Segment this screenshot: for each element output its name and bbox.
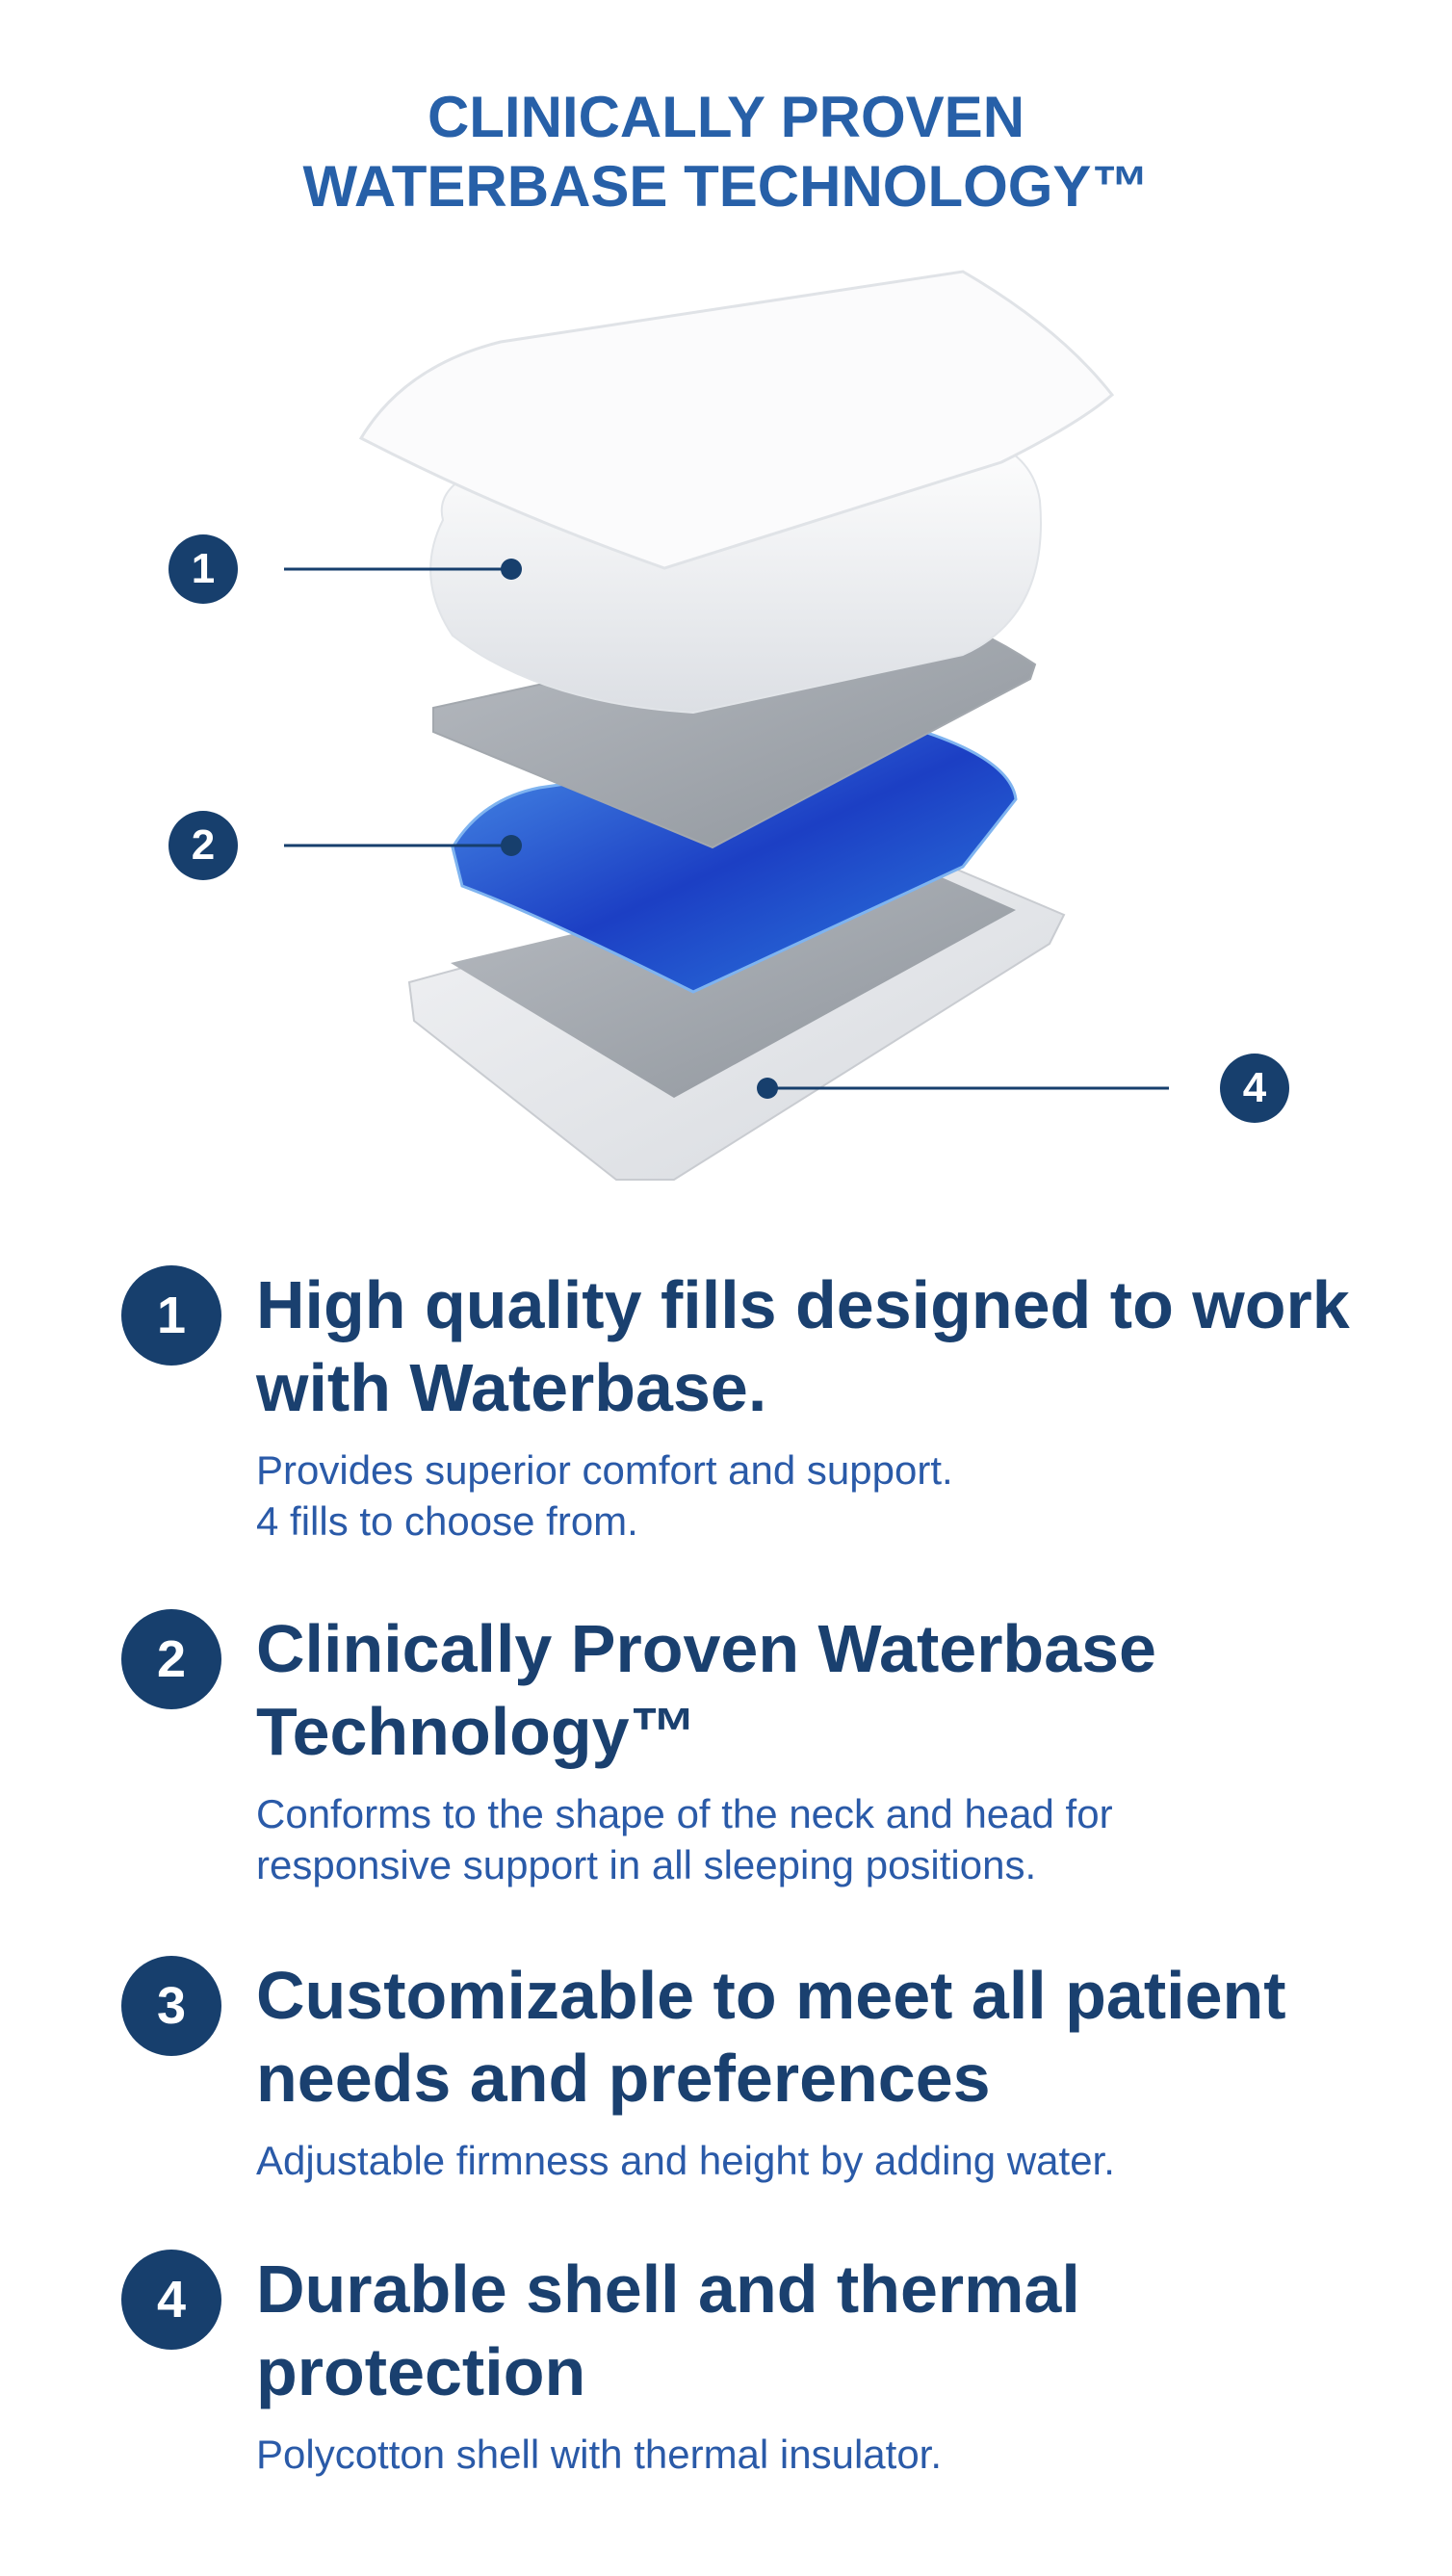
feature-description: Adjustable firmness and height by adding…: [256, 2138, 1115, 2183]
feature-heading: High quality fills designed to work with…: [256, 1267, 1350, 1425]
pillow-layers-illustration: [284, 270, 1169, 1181]
feature-heading: Clinically Proven Waterbase Technology™: [256, 1611, 1156, 1769]
feature-description: Conforms to the shape of the neck and he…: [256, 1791, 1113, 1836]
feature-description: Polycotton shell with thermal insulator.: [256, 2432, 943, 2477]
feature-number-badge: 4: [121, 2250, 221, 2350]
feature-number-badge: 3: [121, 1956, 221, 2056]
feature-heading: Customizable to meet all patient needs a…: [256, 1958, 1286, 2116]
callout-badge-2: 2: [169, 811, 238, 880]
feature-number-badge: 2: [121, 1609, 221, 1709]
title-line-1: CLINICALLY PROVEN: [427, 85, 1025, 149]
feature-number-badge: 1: [121, 1265, 221, 1366]
callout-badge-4: 4: [1220, 1054, 1289, 1123]
feature-description: Provides superior comfort and support.: [256, 1447, 953, 1493]
callout-badge-1: 1: [169, 534, 238, 604]
feature-description: responsive support in all sleeping posit…: [256, 1842, 1037, 1887]
title-line-2: WATERBASE TECHNOLOGY™: [302, 154, 1150, 219]
feature-description: 4 fills to choose from.: [256, 1498, 638, 1544]
feature-heading: Durable shell and thermal protection: [256, 2251, 1080, 2409]
page-title: CLINICALLY PROVEN WATERBASE TECHNOLOGY™: [0, 83, 1452, 221]
pillow-cover-layer: [358, 270, 1115, 570]
